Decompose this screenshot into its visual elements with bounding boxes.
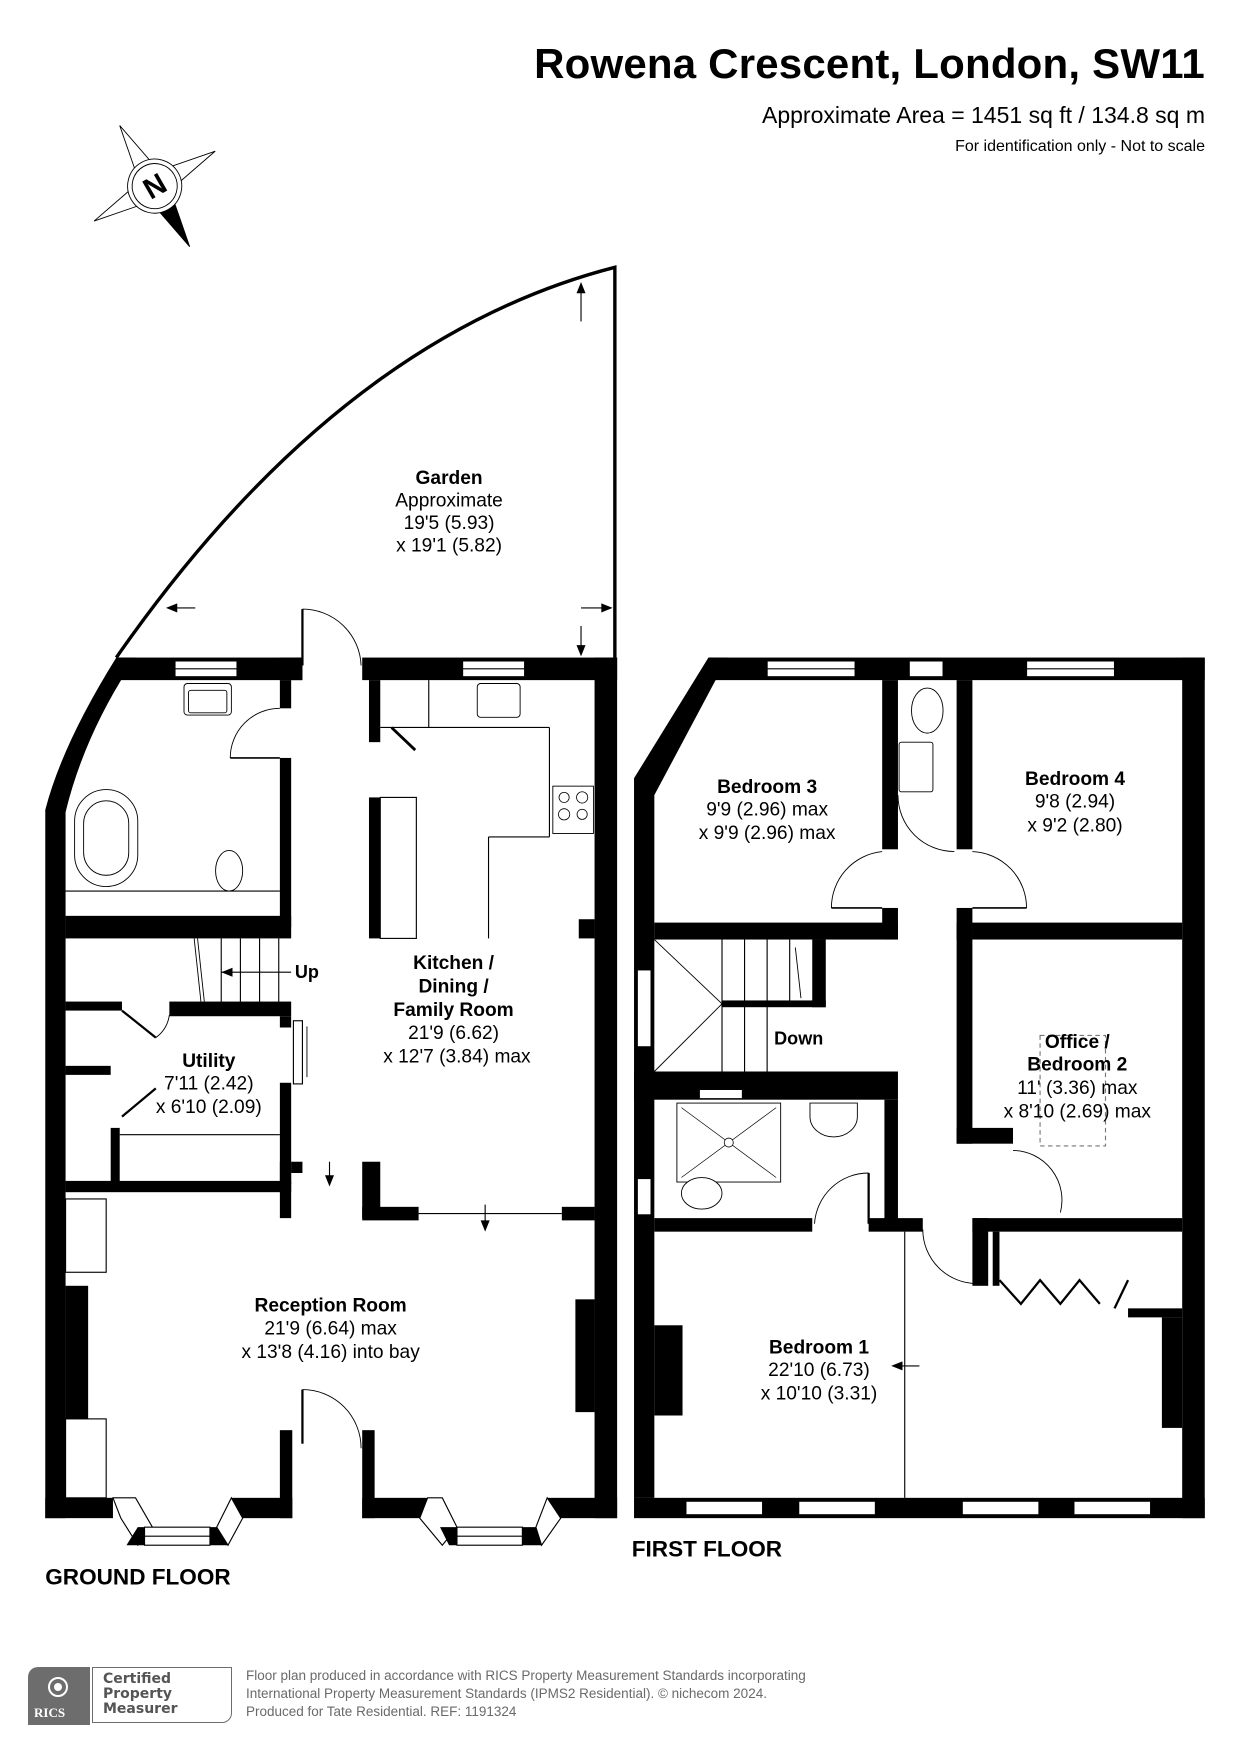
svg-text:Kitchen /: Kitchen / bbox=[413, 953, 495, 974]
svg-text:Bedroom 1: Bedroom 1 bbox=[769, 1337, 869, 1358]
svg-text:Family Room: Family Room bbox=[393, 1000, 513, 1021]
first-floor-label: FIRST FLOOR bbox=[632, 1536, 782, 1561]
footer-line: Floor plan produced in accordance with R… bbox=[246, 1668, 806, 1683]
ground-floor-label: GROUND FLOOR bbox=[45, 1565, 230, 1590]
svg-text:Bedroom 2: Bedroom 2 bbox=[1027, 1054, 1127, 1075]
room-label-kitchen: Kitchen / Dining / Family Room 21'9 (6.6… bbox=[383, 953, 531, 1068]
room-label-office-bedroom-2: Office / Bedroom 2 11' (3.36) max x 8'10… bbox=[1004, 1032, 1152, 1123]
rics-logo: RICS bbox=[28, 1667, 90, 1725]
room-label-utility: Utility 7'11 (2.42) x 6'10 (2.09) bbox=[156, 1051, 262, 1118]
svg-text:x 19'1 (5.82): x 19'1 (5.82) bbox=[396, 536, 502, 557]
svg-text:x 9'2 (2.80): x 9'2 (2.80) bbox=[1027, 815, 1122, 836]
footer-line: Produced for Tate Residential. REF: 1191… bbox=[246, 1704, 517, 1719]
svg-text:x 8'10 (2.69) max: x 8'10 (2.69) max bbox=[1004, 1102, 1152, 1123]
rics-logo-text: RICS bbox=[34, 1705, 66, 1720]
svg-text:Office /: Office / bbox=[1045, 1032, 1111, 1053]
stairs-up-label: Up bbox=[295, 962, 319, 982]
footer: RICS Certified Property Measurer Floor p… bbox=[28, 1667, 928, 1727]
rics-lion-icon bbox=[48, 1677, 68, 1697]
cert-line: Property bbox=[103, 1686, 173, 1702]
area-summary: Approximate Area = 1451 sq ft / 134.8 sq… bbox=[761, 102, 1205, 128]
ground-floor-plan bbox=[45, 265, 618, 1547]
svg-text:11' (3.36) max: 11' (3.36) max bbox=[1017, 1078, 1138, 1099]
stairs-down-label: Down bbox=[774, 1028, 823, 1048]
svg-text:Garden: Garden bbox=[416, 468, 483, 489]
first-floor-plan bbox=[634, 657, 1205, 1519]
svg-text:19'5 (5.93): 19'5 (5.93) bbox=[404, 513, 495, 534]
room-label-bedroom-4: Bedroom 4 9'8 (2.94) x 9'2 (2.80) bbox=[1025, 769, 1125, 836]
svg-text:x 10'10 (3.31): x 10'10 (3.31) bbox=[761, 1384, 878, 1405]
footer-line: International Property Measurement Stand… bbox=[246, 1686, 767, 1701]
svg-text:Utility: Utility bbox=[182, 1051, 236, 1072]
svg-text:x 9'9 (2.96) max: x 9'9 (2.96) max bbox=[699, 823, 836, 844]
svg-text:Reception Room: Reception Room bbox=[255, 1296, 407, 1317]
svg-text:x 13'8 (4.16) into bay: x 13'8 (4.16) into bay bbox=[241, 1342, 420, 1363]
svg-text:7'11 (2.42): 7'11 (2.42) bbox=[164, 1074, 254, 1095]
page-title: Rowena Crescent, London, SW11 bbox=[534, 40, 1205, 87]
svg-text:9'8 (2.94): 9'8 (2.94) bbox=[1035, 792, 1115, 813]
svg-text:21'9 (6.62): 21'9 (6.62) bbox=[408, 1023, 499, 1044]
room-label-bedroom-1: Bedroom 1 22'10 (6.73) x 10'10 (3.31) bbox=[761, 1337, 878, 1404]
svg-text:Bedroom 3: Bedroom 3 bbox=[717, 777, 817, 798]
room-label-reception: Reception Room 21'9 (6.64) max x 13'8 (4… bbox=[241, 1296, 420, 1363]
cert-line: Measurer bbox=[103, 1701, 178, 1717]
svg-text:Bedroom 4: Bedroom 4 bbox=[1025, 769, 1125, 790]
cert-line: Certified bbox=[103, 1671, 172, 1687]
svg-text:Approximate: Approximate bbox=[395, 490, 503, 511]
room-label-garden: Garden Approximate 19'5 (5.93) x 19'1 (5… bbox=[395, 468, 503, 557]
svg-text:Dining /: Dining / bbox=[418, 977, 489, 998]
svg-text:9'9 (2.96) max: 9'9 (2.96) max bbox=[706, 799, 828, 820]
room-label-bedroom-3: Bedroom 3 9'9 (2.96) max x 9'9 (2.96) ma… bbox=[699, 777, 836, 844]
svg-text:x 12'7 (3.84) max: x 12'7 (3.84) max bbox=[383, 1046, 531, 1067]
compass-north-icon: N bbox=[93, 125, 216, 247]
svg-text:21'9 (6.64) max: 21'9 (6.64) max bbox=[264, 1318, 397, 1339]
svg-text:22'10 (6.73): 22'10 (6.73) bbox=[768, 1360, 870, 1381]
scale-disclaimer: For identification only - Not to scale bbox=[955, 138, 1205, 155]
certified-measurer-badge: Certified Property Measurer bbox=[92, 1667, 232, 1723]
svg-text:x 6'10 (2.09): x 6'10 (2.09) bbox=[156, 1097, 262, 1118]
footer-text: Floor plan produced in accordance with R… bbox=[246, 1667, 806, 1721]
